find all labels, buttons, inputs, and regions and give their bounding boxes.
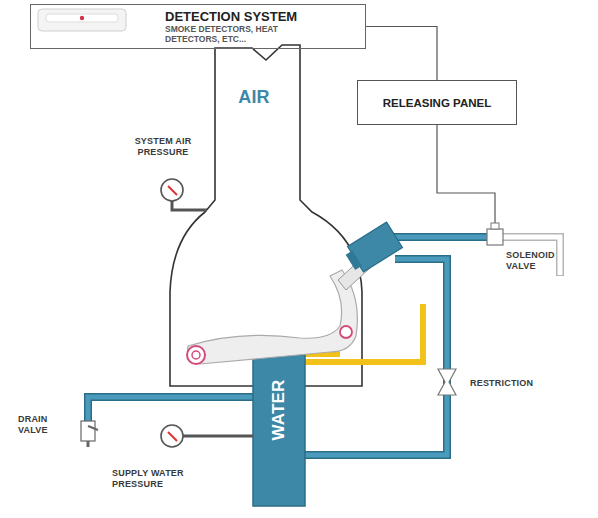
part-label: SUPPLY WATER PRESSURE (112, 468, 202, 490)
solenoid-symbol (487, 223, 503, 245)
restriction-symbol (438, 369, 456, 395)
air-gauge (161, 179, 207, 210)
signal-wire (366, 27, 437, 81)
part-label: SOLENOID VALVE (506, 250, 576, 272)
system-box: DETECTION SYSTEMSMOKE DETECTORS, HEAT DE… (30, 4, 366, 49)
node-subtitle: SMOKE DETECTORS, HEAT DETECTORS, ETC... (165, 24, 285, 44)
chamber-label: WATER (270, 350, 289, 470)
water-riser (253, 342, 305, 506)
valve-body (170, 45, 362, 386)
part-label: SYSTEM AIR PRESSURE (118, 136, 208, 158)
drain-valve (81, 421, 98, 447)
panel-box: RELEASING PANEL (357, 80, 517, 125)
part-label: RESTRICTION (470, 378, 570, 389)
node-title: DETECTION SYSTEM (165, 9, 297, 24)
detector-icon (38, 9, 126, 31)
node-title: RELEASING PANEL (383, 96, 491, 110)
part-label: DRAIN VALVE (18, 414, 74, 436)
signal-wire (437, 125, 495, 229)
actuator (342, 222, 402, 275)
chamber-label: AIR (224, 88, 284, 108)
water-gauge (161, 425, 253, 447)
clapper (188, 270, 358, 364)
